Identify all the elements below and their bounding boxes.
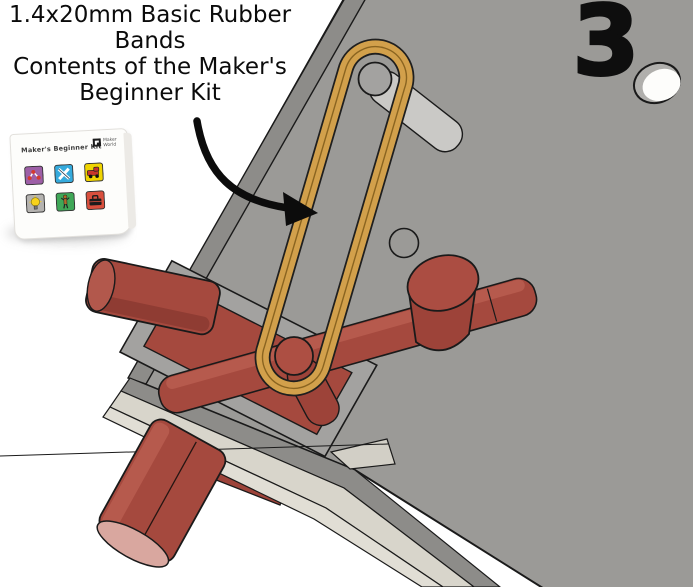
title-line-2: Bands <box>114 28 186 54</box>
kit-box-photo: Maker's Beginner Kit Maker World <box>9 127 137 241</box>
lightbulb-icon <box>25 193 46 214</box>
red-peg-large <box>406 254 480 352</box>
kit-box-tile-grid <box>24 162 119 227</box>
pointer-arrow <box>193 117 318 226</box>
crossed-planes-icon <box>54 164 74 184</box>
red-axle <box>85 258 221 336</box>
plate-hole-small <box>388 227 420 259</box>
brand-logo-icon <box>92 138 102 147</box>
brand-line-2: World <box>103 142 117 149</box>
figure-icon <box>55 191 76 212</box>
title-line-4: Beginner Kit <box>79 80 221 106</box>
kit-box-brand-logo: Maker World <box>92 138 117 149</box>
kit-box-title: Maker's Beginner Kit <box>20 142 102 155</box>
step-number: 3 <box>571 0 641 98</box>
red-peg-small-top <box>274 336 314 376</box>
title-line-3: Contents of the Maker's <box>13 54 287 80</box>
truck-icon <box>84 162 104 183</box>
red-handle-block <box>96 418 227 568</box>
slingshot-molecule-icon <box>24 165 44 186</box>
annotation-title: 1.4x20mm Basic Rubber Bands Contents of … <box>0 2 300 106</box>
toolbox-icon <box>85 190 106 211</box>
plate-hole-large <box>633 61 681 105</box>
title-line-1: 1.4x20mm Basic Rubber <box>8 2 292 28</box>
rubber-band <box>254 38 415 397</box>
gray-peg-top <box>357 61 393 97</box>
